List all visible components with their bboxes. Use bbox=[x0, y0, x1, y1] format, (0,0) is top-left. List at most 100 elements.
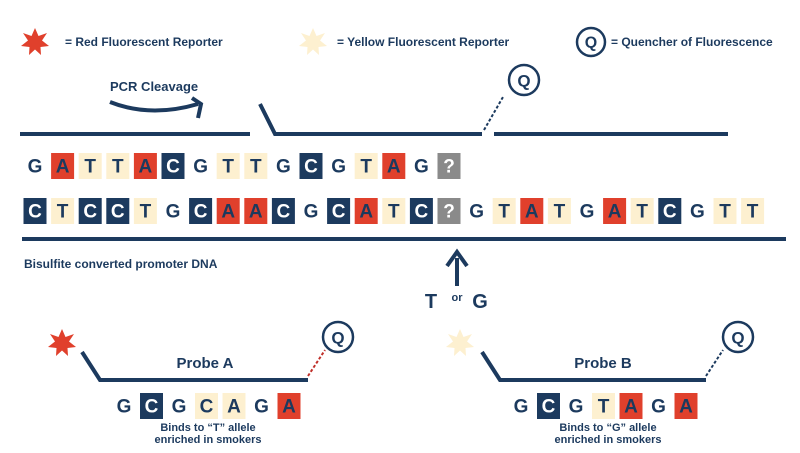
snp-allele-left: T bbox=[425, 291, 437, 313]
base-cell-bg bbox=[51, 153, 75, 179]
base-cell-bg bbox=[674, 393, 698, 419]
base-letter: A bbox=[282, 397, 296, 418]
base-letter: T bbox=[598, 397, 610, 418]
probe-a-backbone bbox=[80, 350, 308, 382]
base-cell-bg bbox=[23, 198, 47, 224]
snp-allele-right: G bbox=[472, 291, 488, 313]
base-letter: ? bbox=[443, 157, 455, 178]
dna-label: Bisulfite converted promoter DNA bbox=[24, 257, 218, 271]
base-letter: T bbox=[388, 202, 400, 223]
base-letter: G bbox=[414, 157, 429, 178]
base-cell-bg bbox=[133, 153, 157, 179]
base-letter: G bbox=[514, 397, 529, 418]
base-cell-bg bbox=[547, 198, 571, 224]
probe-b-quencher-icon bbox=[721, 320, 755, 354]
base-cell-bg bbox=[327, 198, 351, 224]
base-letter: C bbox=[415, 202, 429, 223]
base-cell-bg bbox=[222, 393, 246, 419]
base-letter: C bbox=[200, 397, 214, 418]
base-letter: A bbox=[608, 202, 622, 223]
base-letter: G bbox=[117, 397, 132, 418]
base-letter: G bbox=[193, 157, 208, 178]
base-letter: G bbox=[28, 157, 43, 178]
base-letter: T bbox=[140, 202, 152, 223]
base-letter: C bbox=[277, 202, 291, 223]
base-cell-bg bbox=[216, 153, 240, 179]
base-letter: G bbox=[304, 202, 319, 223]
quencher-linker bbox=[483, 96, 504, 131]
base-letter: T bbox=[636, 202, 648, 223]
quencher-icon bbox=[507, 63, 541, 97]
base-letter: T bbox=[84, 157, 96, 178]
base-cell-bg bbox=[437, 153, 461, 179]
probe-a-note-line1: Binds to “T” allele bbox=[160, 422, 255, 434]
base-cell-bg bbox=[354, 198, 378, 224]
base-letter: T bbox=[554, 202, 566, 223]
base-letter: T bbox=[222, 157, 234, 178]
red-reporter-icon bbox=[21, 28, 49, 55]
base-letter: G bbox=[172, 397, 187, 418]
base-cell-bg bbox=[437, 198, 461, 224]
base-cell-bg bbox=[741, 198, 765, 224]
base-cell-bg bbox=[78, 198, 102, 224]
base-cell-bg bbox=[140, 393, 163, 419]
base-letter: T bbox=[360, 157, 372, 178]
quencher-symbol: Q bbox=[517, 72, 530, 91]
pcr-cleavage-label: PCR Cleavage bbox=[110, 79, 198, 94]
base-letter: G bbox=[254, 397, 269, 418]
probe-a-quencher-symbol: Q bbox=[331, 329, 344, 348]
base-letter: ? bbox=[443, 202, 455, 223]
snp-or: or bbox=[452, 292, 464, 304]
base-letter: A bbox=[221, 202, 235, 223]
base-cell-bg bbox=[161, 153, 185, 179]
probe-b-yellow-reporter-icon bbox=[446, 329, 474, 356]
base-letter: T bbox=[719, 202, 731, 223]
base-letter: C bbox=[194, 202, 208, 223]
base-letter: C bbox=[304, 157, 318, 178]
base-letter: C bbox=[166, 157, 180, 178]
base-letter: A bbox=[525, 202, 539, 223]
base-cell-bg bbox=[244, 153, 268, 179]
quencher-legend-icon bbox=[575, 26, 607, 58]
base-cell-bg bbox=[592, 393, 615, 419]
base-cell-bg bbox=[603, 198, 627, 224]
probe-b-linker bbox=[705, 349, 724, 377]
hybridized-probe-segment bbox=[258, 103, 482, 136]
base-letter: G bbox=[580, 202, 595, 223]
base-letter: T bbox=[747, 202, 759, 223]
probe-b-title: Probe B bbox=[574, 355, 632, 372]
base-cell-bg bbox=[382, 198, 406, 224]
base-cell-bg bbox=[216, 198, 240, 224]
base-cell-bg bbox=[492, 198, 516, 224]
base-letter: T bbox=[112, 157, 124, 178]
base-letter: G bbox=[166, 202, 181, 223]
base-letter: A bbox=[139, 157, 153, 178]
base-cell-bg bbox=[520, 198, 544, 224]
probe-b-backbone bbox=[480, 350, 706, 382]
base-cell-bg bbox=[299, 153, 323, 179]
snp-arrowhead bbox=[445, 248, 469, 268]
cleavage-arrowhead bbox=[190, 96, 204, 119]
legend-red-label: = Red Fluorescent Reporter bbox=[65, 35, 223, 49]
base-cell-bg bbox=[277, 393, 301, 419]
base-cell-bg bbox=[106, 198, 130, 224]
base-letter: A bbox=[249, 202, 263, 223]
base-letter: A bbox=[359, 202, 373, 223]
base-cell-bg bbox=[409, 198, 433, 224]
probe-b-quencher-symbol: Q bbox=[731, 329, 744, 348]
base-letter: C bbox=[145, 397, 159, 418]
base-letter: A bbox=[56, 157, 70, 178]
base-letter: G bbox=[569, 397, 584, 418]
base-letter: C bbox=[542, 397, 556, 418]
legend-quencher-label: = Quencher of Fluorescence bbox=[611, 35, 773, 49]
base-cell-bg bbox=[78, 153, 102, 179]
probe-a-linker bbox=[307, 349, 326, 377]
base-letter: C bbox=[332, 202, 346, 223]
base-letter: C bbox=[111, 202, 125, 223]
base-cell-bg bbox=[106, 153, 130, 179]
